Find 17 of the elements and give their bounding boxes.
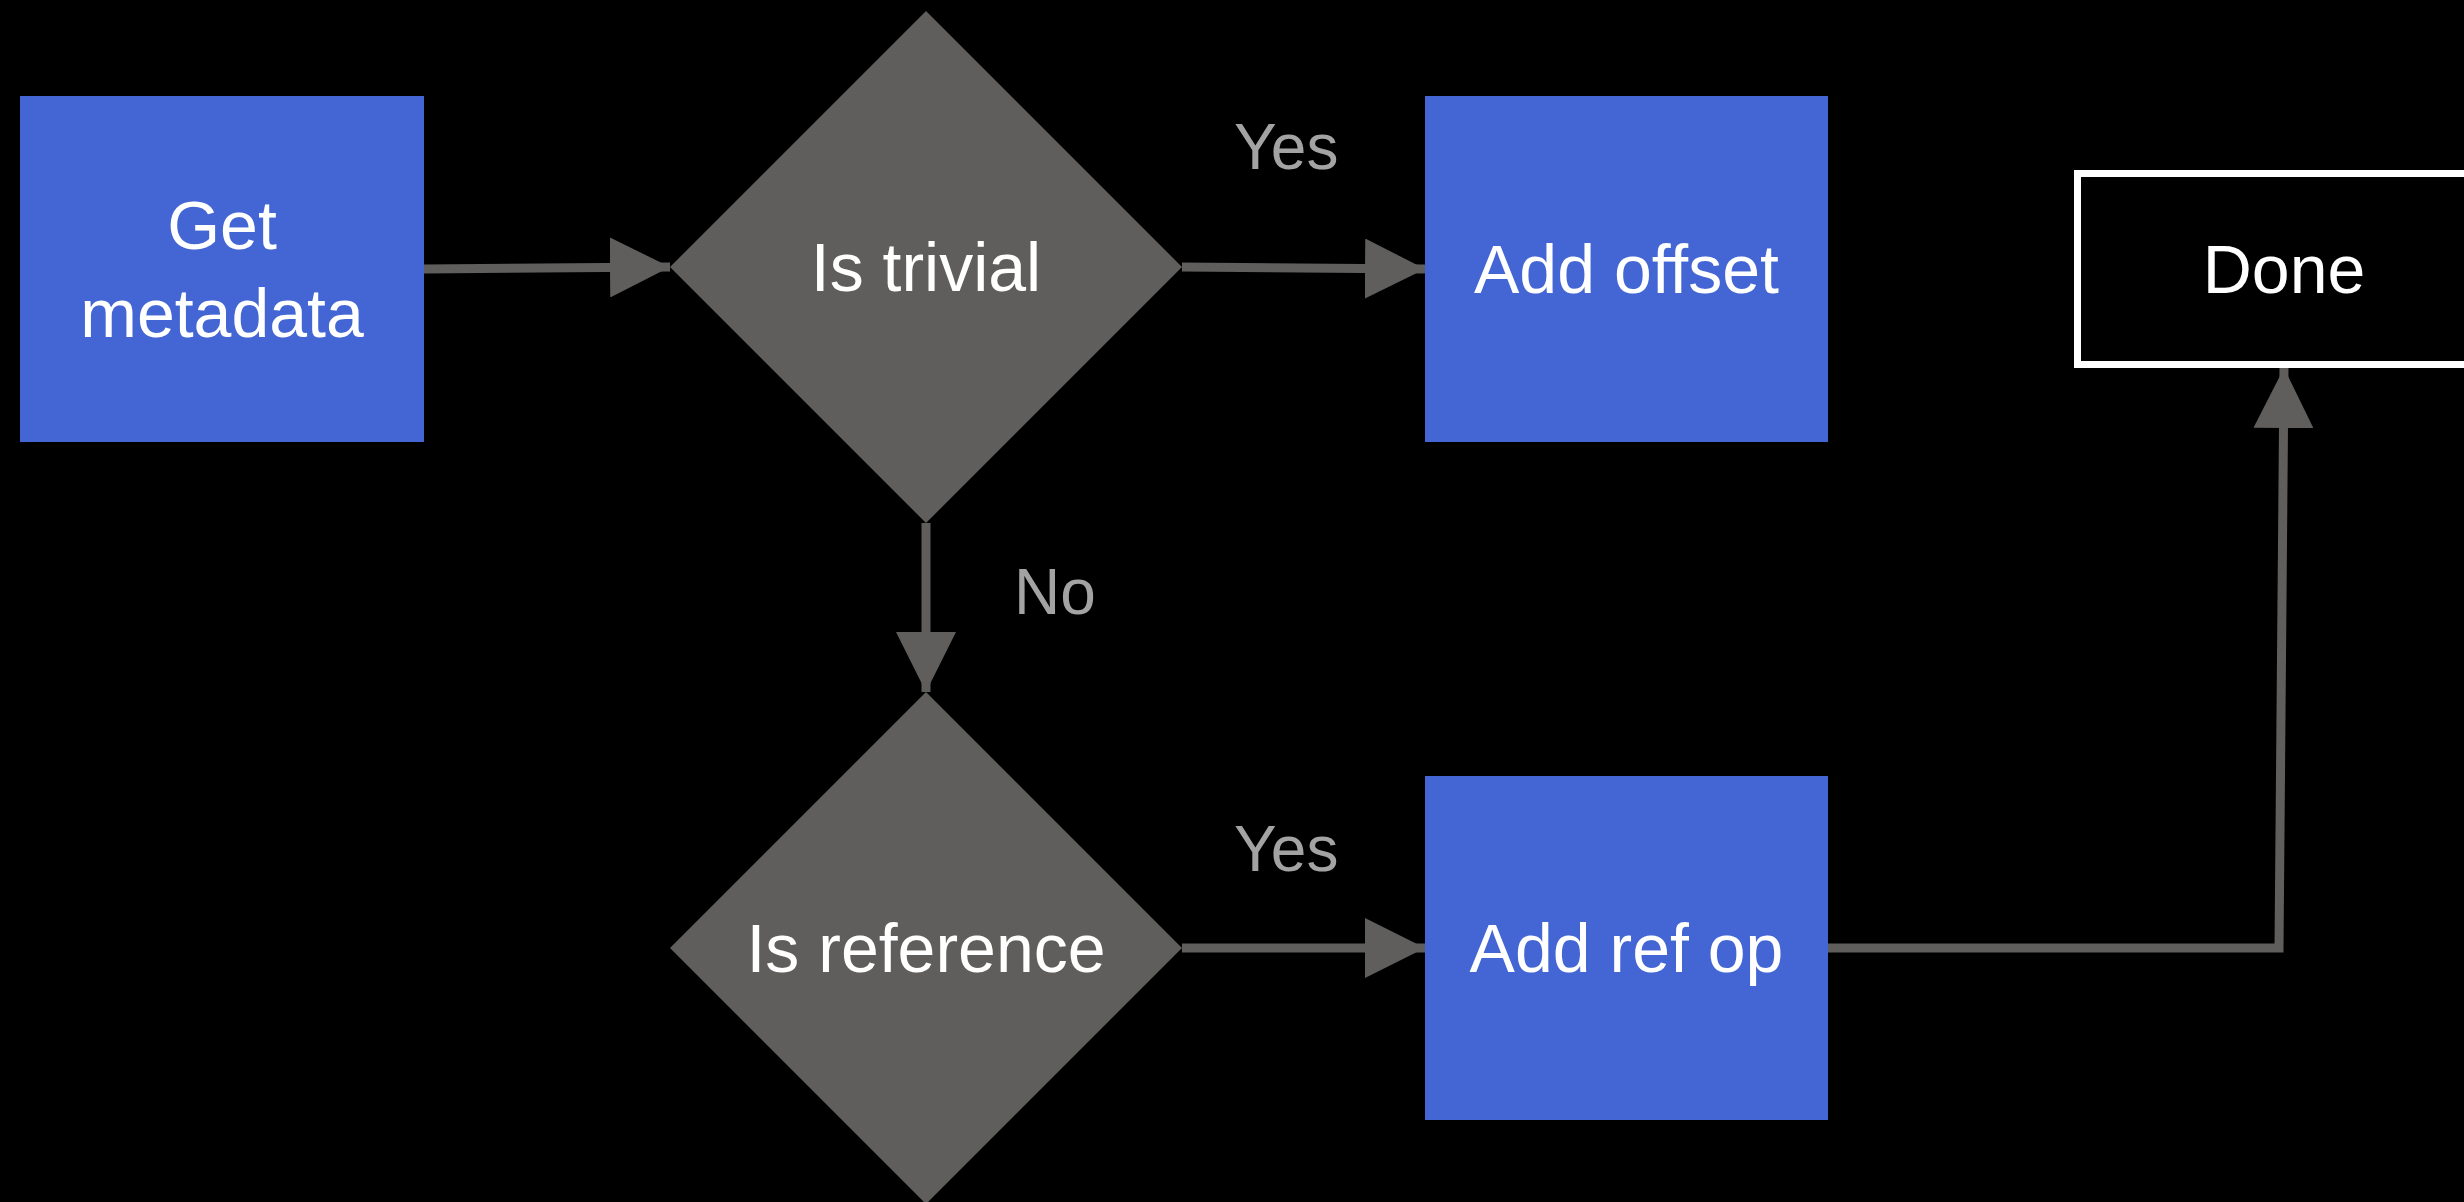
node-text: Is trivial [810,227,1042,307]
node-text: Is reference [746,908,1106,988]
decision-diamond [670,11,1182,523]
arrow [1828,367,2314,953]
node-text: Add offset [1474,229,1779,309]
process-box [1425,776,1828,1120]
node-text: Add ref op [1469,908,1784,988]
process-box [1425,96,1828,442]
arrow [423,237,671,298]
process-box [20,96,424,442]
arrow [1181,238,1426,299]
node-text: Get metadata [79,185,365,353]
node-text: Done [2202,229,2366,309]
terminal-box [2074,170,2464,368]
decision-diamond [670,692,1182,1202]
arrow [1182,918,1425,978]
arrow [896,523,956,692]
